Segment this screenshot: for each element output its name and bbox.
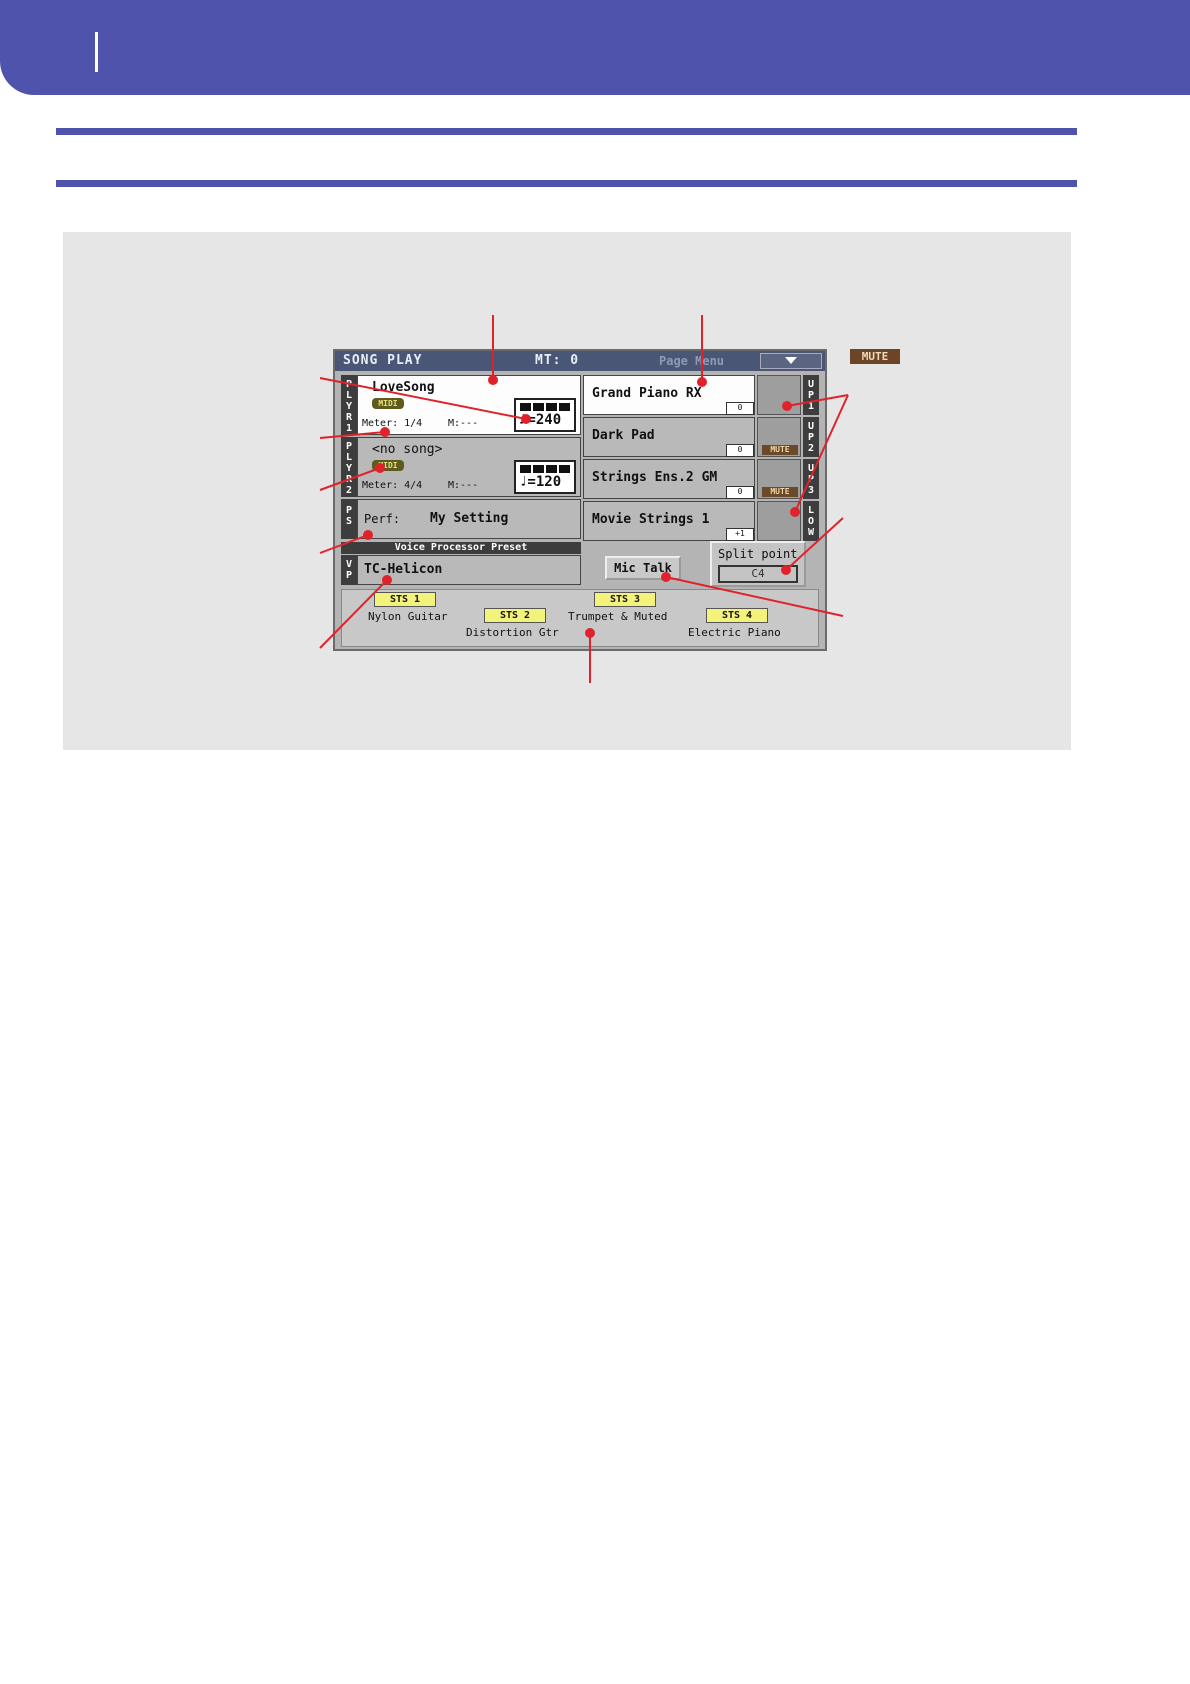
octave-badge: +1 <box>726 528 754 541</box>
mute-badge: MUTE <box>762 487 798 497</box>
sound-name: Dark Pad <box>592 428 655 443</box>
sound-row[interactable]: Dark Pad 0 <box>583 417 755 457</box>
callout-mute-a <box>786 394 849 407</box>
tab-keyboard-part-label: UP2 <box>807 421 815 454</box>
callout-mic-talk <box>665 576 844 617</box>
tab-keyboard-part-label: LOW <box>807 505 815 538</box>
sts4-button[interactable]: STS 4 <box>706 608 768 623</box>
sts3-name: Trumpet & Muted <box>568 610 668 623</box>
player1-midi-badge: MIDI <box>372 398 404 409</box>
octave-badge: 0 <box>726 444 754 457</box>
piano-icon[interactable] <box>757 375 801 415</box>
player2-song-name: <no song> <box>372 442 443 457</box>
tab-keyboard-part-label: UP1 <box>807 379 815 412</box>
tab-keyboard-part-label: UP3 <box>807 463 815 496</box>
tab-performance-label: PS <box>345 505 353 527</box>
mute-badge: MUTE <box>762 445 798 455</box>
sound-row[interactable]: Movie Strings 1 +1 <box>583 501 755 541</box>
callout-performance <box>319 534 369 554</box>
sts2-button[interactable]: STS 2 <box>484 608 546 623</box>
player2-beat-indicator <box>520 465 570 473</box>
sts-panel: STS 1 Nylon Guitar STS 2 Distortion Gtr … <box>341 589 819 647</box>
split-point-label: Split point <box>718 547 798 561</box>
voice-processor-header: Voice Processor Preset <box>341 542 581 554</box>
callout-split-point <box>785 517 844 571</box>
octave-badge: 0 <box>726 402 754 415</box>
sts4-name: Electric Piano <box>688 626 781 639</box>
song-play-screen: SONG PLAY MT: 0 Page Menu PLYR1 LoveSong… <box>333 349 827 651</box>
player2-meter: Meter: 4/4 <box>362 480 423 491</box>
callout-mute-b <box>794 394 849 513</box>
player1-panel[interactable]: LoveSong MIDI Meter: 1/4 M:--- ♪=240 <box>357 375 581 435</box>
sts3-button[interactable]: STS 3 <box>594 592 656 607</box>
section-rule-top <box>56 128 1077 135</box>
voice-processor-panel[interactable]: TC-Helicon <box>357 555 581 585</box>
page-title: SONG PLAY <box>343 353 423 368</box>
player2-measure: M:--- <box>448 480 479 491</box>
sound-row[interactable]: Grand Piano RX 0 <box>583 375 755 415</box>
tab-voice-processor-label: VP <box>345 559 353 581</box>
page-menu-label: Page Menu <box>659 354 725 368</box>
player1-measure: M:--- <box>448 418 479 429</box>
performance-prefix: Perf: <box>364 512 401 526</box>
callout-voice-processor <box>319 579 388 649</box>
player2-midi-badge: MIDI <box>372 460 404 471</box>
callout-midi <box>319 467 381 491</box>
callout-meter <box>319 431 386 439</box>
performance-name: My Setting <box>430 511 509 526</box>
page-menu-button[interactable] <box>760 353 822 369</box>
performance-panel[interactable]: Perf: My Setting <box>357 499 581 539</box>
sts2-name: Distortion Gtr <box>466 626 559 639</box>
split-point-panel[interactable]: Split point C4 <box>710 541 806 587</box>
tab-voice-processor[interactable]: VP <box>341 555 357 585</box>
master-transpose: MT: 0 <box>535 353 580 368</box>
octave-badge: 0 <box>726 486 754 499</box>
sound-name: Movie Strings 1 <box>592 512 710 527</box>
strings-icon[interactable]: MUTE <box>757 459 801 499</box>
tab-keyboard-part[interactable]: UP2 <box>803 417 819 457</box>
sound-name: Strings Ens.2 GM <box>592 470 718 485</box>
section-rule-bottom <box>56 180 1077 187</box>
mute-legend-badge: MUTE <box>850 349 900 364</box>
header-band <box>0 0 1190 95</box>
player2-tempo-box: ♩=120 <box>514 460 576 494</box>
voice-processor-preset: TC-Helicon <box>364 562 443 577</box>
tab-keyboard-part[interactable]: LOW <box>803 501 819 541</box>
player2-tempo: ♩=120 <box>519 474 562 490</box>
player1-meter: Meter: 1/4 <box>362 418 423 429</box>
callout-tempo <box>319 377 527 420</box>
sound-name: Grand Piano RX <box>592 386 702 401</box>
sound-row[interactable]: Strings Ens.2 GM 0 <box>583 459 755 499</box>
split-point-value[interactable]: C4 <box>718 565 798 583</box>
tab-keyboard-part[interactable]: UP1 <box>803 375 819 415</box>
player2-panel[interactable]: <no song> MIDI Meter: 4/4 M:--- ♩=120 <box>357 437 581 497</box>
player1-beat-indicator <box>520 403 570 411</box>
sts1-name: Nylon Guitar <box>368 610 448 623</box>
header-divider <box>95 32 98 72</box>
sts1-button[interactable]: STS 1 <box>374 592 436 607</box>
pad-icon[interactable]: MUTE <box>757 417 801 457</box>
tab-performance[interactable]: PS <box>341 499 357 539</box>
